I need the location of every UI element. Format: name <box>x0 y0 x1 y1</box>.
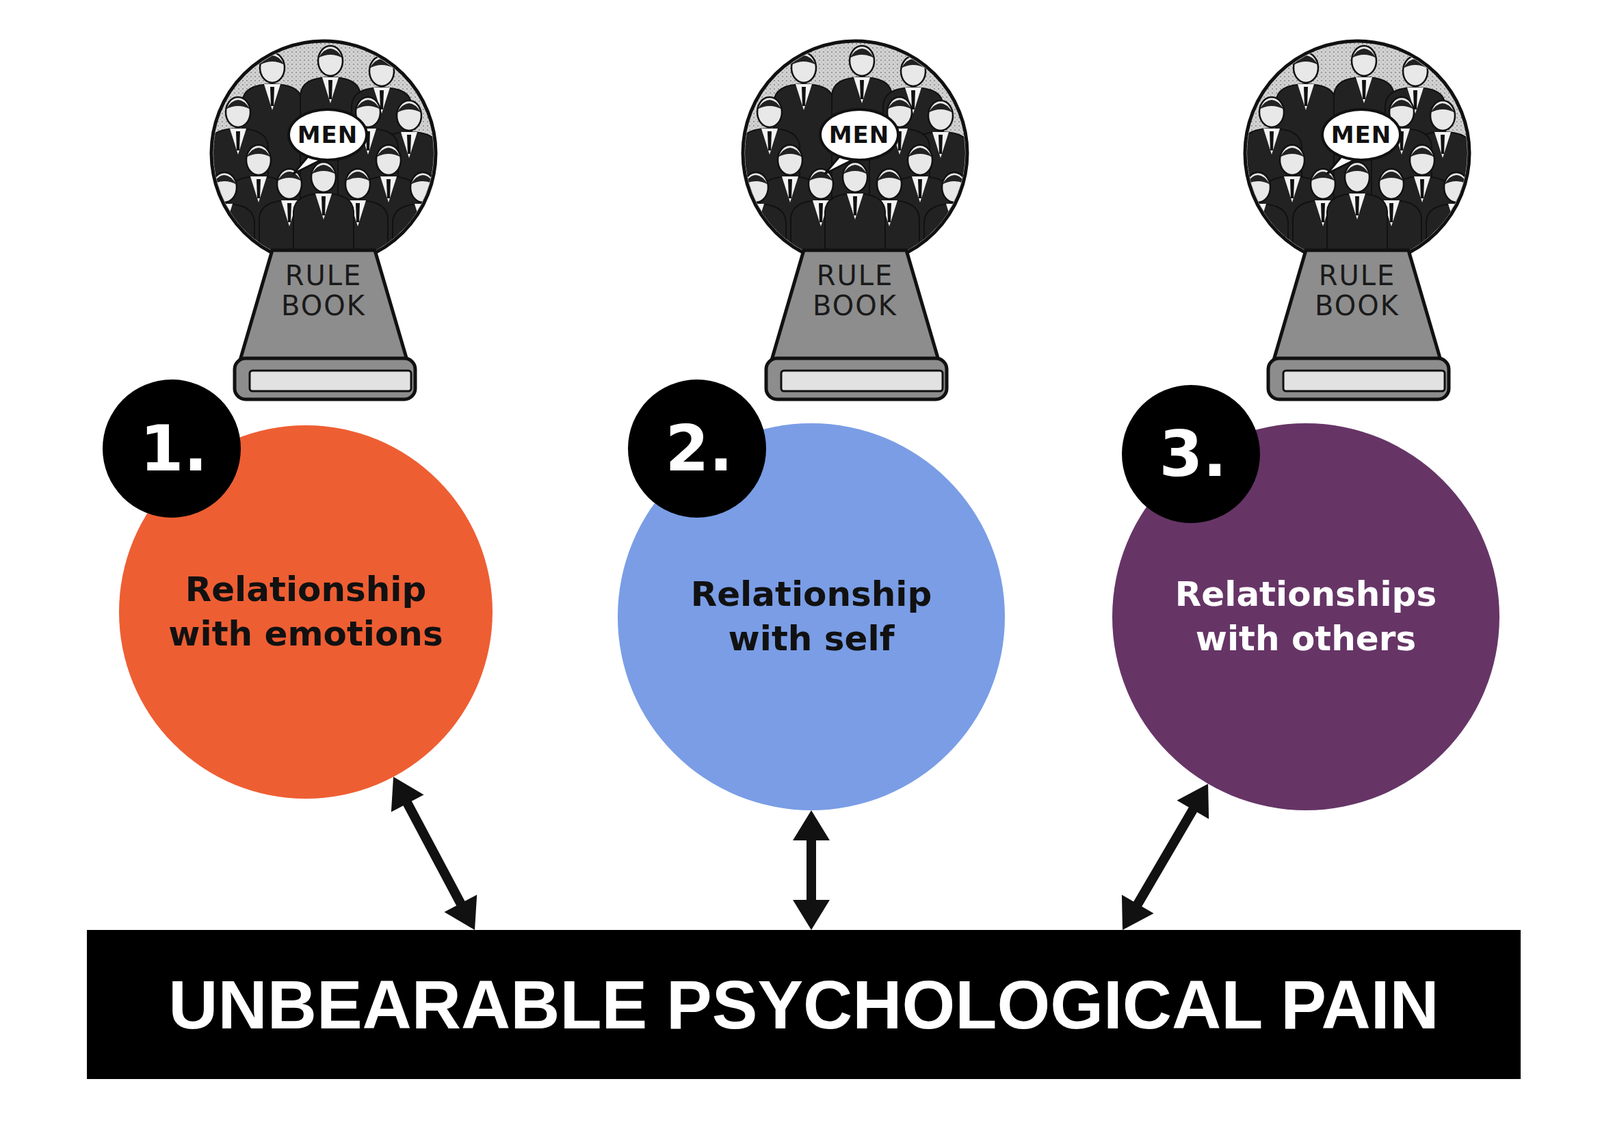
arrow-head <box>792 900 830 931</box>
men-rulebook-illustration <box>194 41 453 400</box>
arrow-head <box>1121 894 1154 931</box>
arrow-shaft <box>806 831 817 910</box>
arrow-head <box>1177 783 1210 820</box>
double-arrow <box>792 810 830 931</box>
book-cover-label: RULE BOOK <box>803 249 907 332</box>
callout-number: 2. <box>627 379 767 518</box>
arrow-head <box>391 777 425 813</box>
arrow-shaft <box>1132 801 1198 913</box>
men-rulebook-illustration <box>1227 41 1487 400</box>
book-cover-label: RULE BOOK <box>272 249 375 332</box>
speech-bubble-label: MEN <box>287 108 369 162</box>
circle-text: Relationship with emotions <box>154 567 457 657</box>
arrow-head <box>444 894 478 931</box>
outcome-band: UNBEARABLE PSYCHOLOGICAL PAIN <box>86 930 1521 1080</box>
callout-number: 1. <box>102 379 241 518</box>
men-rulebook-illustration <box>725 41 985 400</box>
double-arrow <box>391 777 477 931</box>
speech-bubble-label: MEN <box>818 108 900 162</box>
double-arrow <box>1121 783 1209 931</box>
callout-number: 3. <box>1121 385 1261 524</box>
circle-text: Relationship with self <box>654 572 968 662</box>
circle-text: Relationships with others <box>1149 572 1463 662</box>
band-text: UNBEARABLE PSYCHOLOGICAL PAIN <box>168 960 1440 1050</box>
arrow-head <box>792 810 830 841</box>
speech-bubble-label: MEN <box>1320 108 1402 162</box>
arrow-shaft <box>402 795 466 913</box>
book-cover-label: RULE BOOK <box>1305 249 1409 332</box>
